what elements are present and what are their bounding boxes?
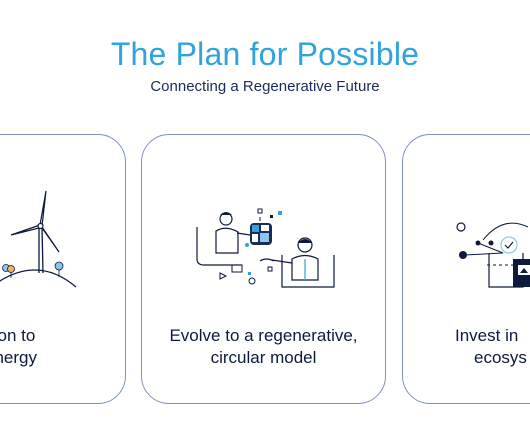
card-text-line: circular model bbox=[210, 348, 317, 367]
card-text-line: Invest in bbox=[455, 326, 519, 345]
card-text-line: energy bbox=[0, 348, 37, 367]
card-renewable-energy: tion to energy bbox=[0, 134, 126, 404]
card-text-line: Evolve to a regenerative, bbox=[169, 326, 358, 345]
wind-turbine-icon bbox=[0, 190, 77, 288]
card-text-line: ecosys bbox=[474, 348, 527, 367]
card-text: Invest in ecosys bbox=[403, 325, 530, 369]
circular-model-icon bbox=[196, 208, 335, 288]
network-ecosystem-icon bbox=[456, 222, 530, 288]
page-subtitle: Connecting a Regenerative Future bbox=[150, 78, 380, 95]
card-text-line: tion to bbox=[0, 326, 36, 345]
card-text: tion to energy bbox=[0, 325, 125, 369]
card-text: Evolve to a regenerative, circular model bbox=[142, 325, 385, 369]
card-invest-ecosystem: Invest in ecosys bbox=[402, 134, 530, 404]
card-circular-model: Evolve to a regenerative, circular model bbox=[141, 134, 386, 404]
page-title: The Plan for Possible bbox=[110, 36, 420, 72]
